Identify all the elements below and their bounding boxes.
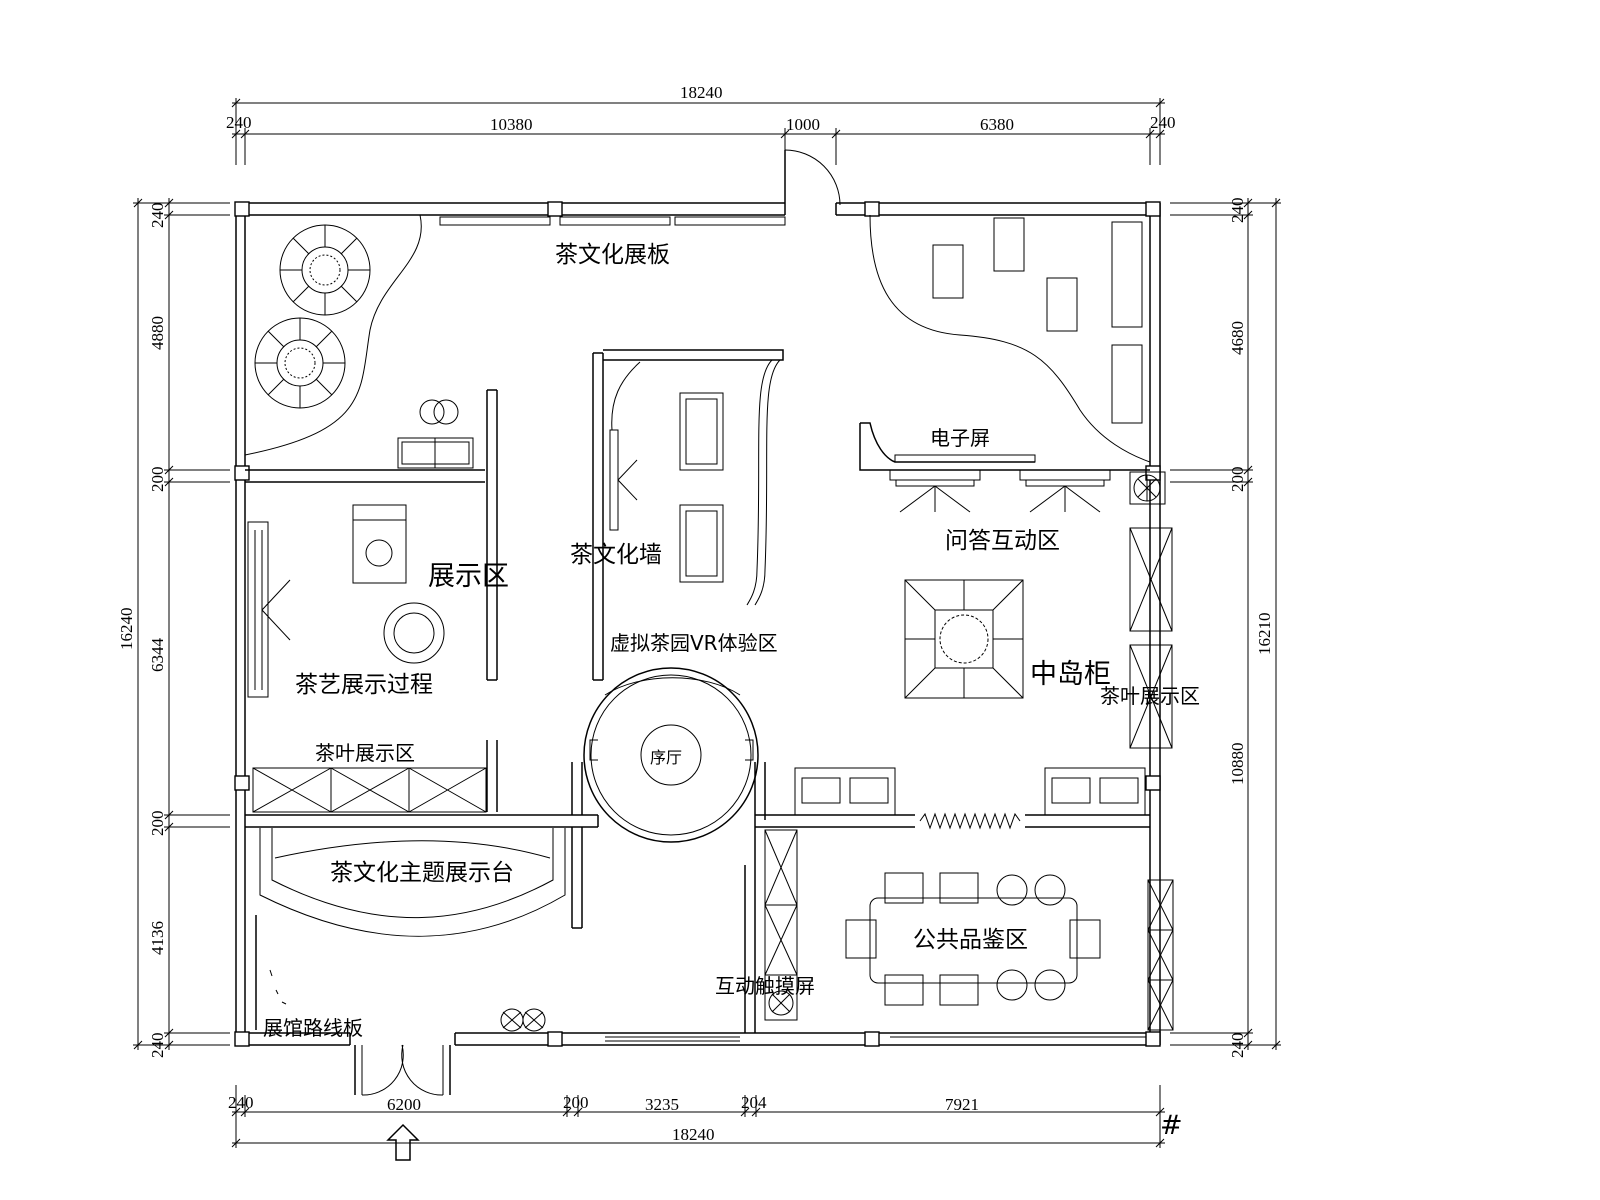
- tea-leaf-cabinet-left: [252, 740, 498, 813]
- left-dimension-lines: [133, 198, 230, 1050]
- label-electronic-screen: 电子屏: [930, 426, 990, 450]
- label-tea-culture-panel: 茶文化展板: [555, 242, 670, 268]
- top-door: [784, 149, 841, 215]
- plant-bottom-icon: [500, 1008, 546, 1032]
- dim-left-seg-2: 4880: [148, 316, 167, 350]
- right-dimension-lines: [1170, 198, 1281, 1050]
- dim-right-seg-3: 200: [1228, 467, 1247, 493]
- dim-bottom-seg-2: 6200: [387, 1095, 421, 1114]
- dim-right-seg-2: 4680: [1228, 321, 1247, 355]
- dim-left-seg-1: 240: [148, 203, 167, 229]
- dim-bottom-seg-6: 7921: [945, 1095, 979, 1114]
- dim-bottom-seg-1: 240: [228, 1093, 254, 1112]
- label-island-cabinet: 中岛柜: [1030, 659, 1111, 690]
- label-exhibition-area: 展示区: [428, 561, 509, 592]
- dim-left-seg-3: 200: [148, 467, 167, 493]
- dim-right-seg-1: 240: [1228, 198, 1247, 224]
- entrance-arrow-icon: [386, 1123, 420, 1161]
- dim-left-total: 16240: [117, 608, 136, 651]
- label-lobby: 序厅: [650, 748, 682, 767]
- dim-left-seg-4: 6344: [148, 638, 167, 673]
- dim-bottom-seg-5: 204: [741, 1093, 767, 1112]
- dim-top-seg-3: 1000: [786, 115, 820, 134]
- dim-left-seg-5: 200: [148, 811, 167, 837]
- dim-bottom-seg-3: 200: [563, 1093, 589, 1112]
- island-cabinet: [904, 579, 1024, 699]
- label-tea-culture-wall: 茶文化墙: [570, 542, 662, 568]
- north-mark: #: [1160, 1110, 1183, 1141]
- round-table-1: [279, 224, 371, 316]
- dim-top-seg-5: 240: [1150, 113, 1176, 132]
- bottom-dimension-lines: [231, 1085, 1165, 1148]
- outer-walls: [235, 202, 1161, 1046]
- theme-display-platform: [259, 828, 566, 937]
- label-vr-experience: 虚拟茶园VR体验区: [610, 631, 778, 655]
- entrance-doors: [349, 1033, 456, 1096]
- label-tea-leaf-display-right: 茶叶展示区: [1100, 684, 1200, 708]
- tea-culture-wall-structure: [592, 349, 784, 681]
- public-tasting-table: [845, 872, 1101, 1006]
- exhibition-furniture: [247, 504, 445, 698]
- label-qa-interactive: 问答互动区: [945, 528, 1060, 554]
- dim-bottom-total: 18240: [672, 1125, 715, 1144]
- dim-top-total: 18240: [680, 83, 723, 102]
- dim-top-seg-2: 10380: [490, 115, 533, 134]
- label-public-tasting: 公共品鉴区: [913, 927, 1028, 953]
- partition-theme: [245, 814, 599, 929]
- dim-bottom-seg-4: 3235: [645, 1095, 679, 1114]
- label-theme-platform: 茶文化主题展示台: [330, 860, 514, 886]
- label-tea-art-process: 茶艺展示过程: [295, 672, 433, 698]
- lobby-round: [571, 667, 766, 843]
- round-table-2: [254, 317, 346, 409]
- top-left-garden: [244, 214, 786, 456]
- right-bottom-cabinet: [1147, 879, 1174, 1031]
- right-top-area: [869, 214, 1151, 463]
- dim-right-seg-5: 240: [1228, 1033, 1247, 1059]
- columns: [234, 201, 1161, 1047]
- dim-right-seg-4: 10880: [1228, 743, 1247, 786]
- tea-leaf-cabinet-right: [1129, 527, 1173, 749]
- label-tea-leaf-display-left: 茶叶展示区: [315, 741, 415, 765]
- dim-top-seg-1: 240: [226, 113, 252, 132]
- fan-icon-right: [1129, 471, 1166, 505]
- partition-left: [245, 389, 498, 681]
- label-route-board: 展馆路线板: [263, 1016, 363, 1040]
- label-touch-screen: 互动触摸屏: [715, 974, 815, 998]
- dim-left-seg-7: 240: [148, 1033, 167, 1059]
- sofa-set: [397, 399, 474, 469]
- dim-left-seg-6: 4136: [148, 921, 167, 955]
- lobby-side-walls: [744, 820, 798, 1033]
- top-dimension-lines: [231, 98, 1165, 165]
- electronic-screen-counter: [859, 422, 1150, 513]
- route-board-stand: [255, 915, 287, 1030]
- partition-right: [755, 767, 1150, 830]
- dim-top-seg-4: 6380: [980, 115, 1014, 134]
- dim-right-total: 16210: [1255, 613, 1274, 656]
